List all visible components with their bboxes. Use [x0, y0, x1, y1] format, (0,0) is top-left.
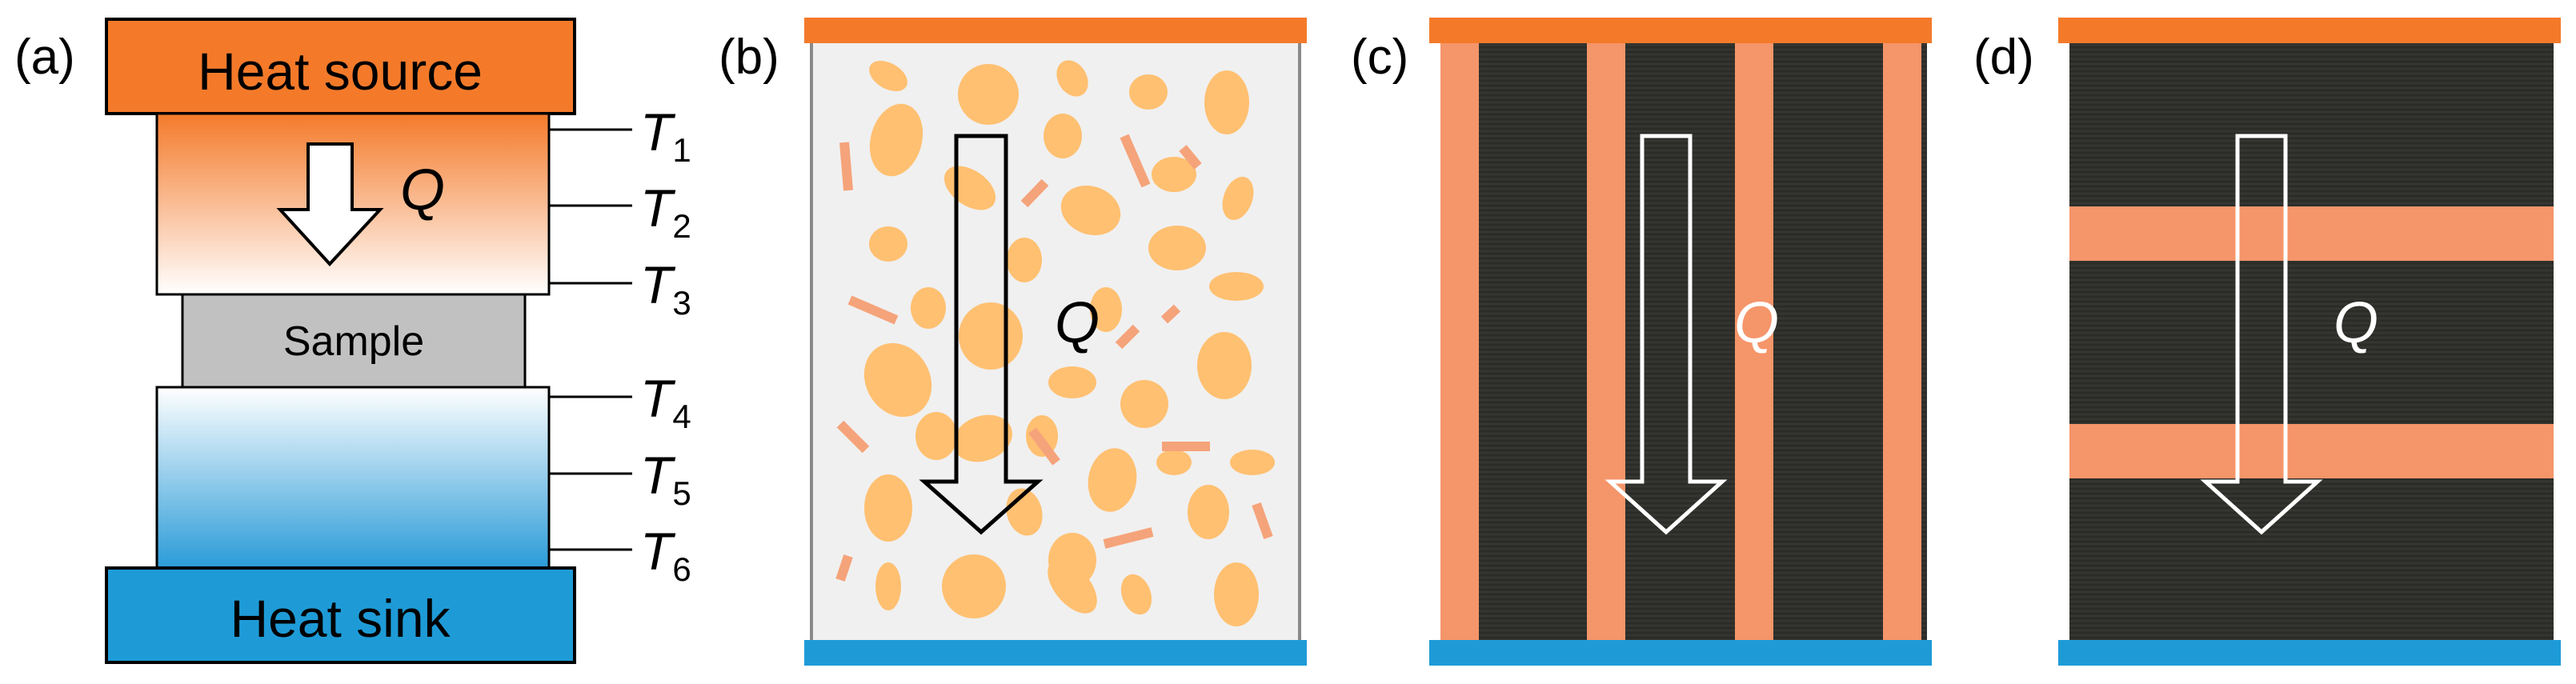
heat-source-plate-d — [2058, 18, 2561, 43]
heat-source-label: Heat source — [198, 42, 483, 101]
thermocouple-t1: T1 — [640, 102, 691, 169]
thermocouple-t4: T4 — [640, 369, 691, 435]
flux-arrow-c — [1604, 134, 1728, 535]
composite-matrix-d — [2069, 40, 2554, 642]
filler-particles — [863, 60, 1275, 626]
horizontal-filler-stripes — [2069, 206, 2554, 478]
panel-c: (c) Q — [1351, 18, 1932, 666]
thermocouple-t5: T5 — [640, 446, 691, 512]
panel-d: (d) Q — [1973, 18, 2561, 666]
thermocouple-leads — [549, 128, 632, 551]
heat-sink-block — [105, 566, 576, 664]
panel-b-label: (b) — [719, 30, 779, 85]
panel-a-label: (a) — [14, 30, 75, 85]
stripe-c-4 — [1883, 40, 1921, 642]
flux-arrow-d — [2200, 134, 2323, 535]
heat-sink-plate-c — [1429, 640, 1932, 666]
stripe-c-2 — [1587, 40, 1625, 642]
stripe-d-2 — [2069, 424, 2554, 478]
heat-source-plate-b — [804, 18, 1307, 43]
panel-d-label: (d) — [1973, 30, 2034, 85]
stripe-c-3 — [1735, 40, 1773, 642]
thermocouple-t6: T6 — [640, 522, 691, 588]
composite-matrix-c — [1440, 40, 1927, 642]
thermocouple-t3: T3 — [640, 255, 691, 322]
flux-label-a: Q — [400, 158, 445, 222]
stripe-d-1 — [2069, 206, 2554, 261]
lower-reference-bar — [155, 386, 551, 570]
heat-sink-plate-b — [804, 640, 1307, 666]
heat-source-block — [105, 18, 576, 115]
heat-sink-label: Heat sink — [230, 589, 451, 648]
vertical-filler-stripes — [1440, 40, 1921, 642]
flux-arrow-b — [919, 134, 1044, 535]
panel-b: (b) — [719, 18, 1307, 666]
heat-sink-plate-d — [2058, 640, 2561, 666]
flux-label-b: Q — [1055, 291, 1100, 355]
sample-label: Sample — [283, 318, 424, 365]
thermocouple-t2: T2 — [640, 178, 691, 245]
flux-label-c: Q — [1734, 291, 1779, 355]
flux-label-d: Q — [2334, 291, 2378, 355]
panel-a: (a) Heat source Q Sample Heat sink T1 T2… — [14, 18, 691, 664]
sample-block — [181, 293, 527, 389]
flux-arrow-a — [276, 142, 384, 266]
heat-source-plate-c — [1429, 18, 1932, 43]
stripe-c-1 — [1440, 40, 1479, 642]
panel-c-label: (c) — [1351, 30, 1408, 85]
filler-flakes — [835, 134, 1273, 582]
